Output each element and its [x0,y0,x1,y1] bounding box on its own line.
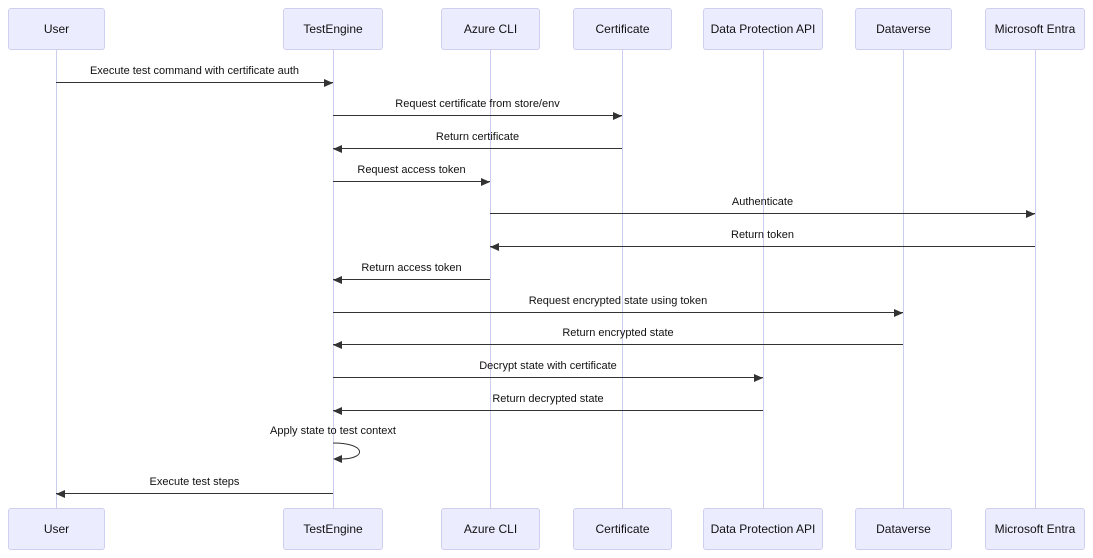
message-label: Return certificate [435,131,520,143]
actor-top-testengine: TestEngine [283,8,383,50]
actor-bottom-azurecli: Azure CLI [441,508,540,550]
message-label: Execute test command with certificate au… [89,65,300,77]
lifeline-user [56,50,57,508]
message-line [333,312,903,313]
message-line [333,148,622,149]
message-line [56,82,333,83]
message-line [490,213,1035,214]
lifeline-certificate [622,50,623,508]
arrowhead-icon [333,276,342,284]
actor-bottom-certificate: Certificate [573,508,672,550]
message-label: Request encrypted state using token [528,295,708,307]
arrowhead-icon [481,178,490,186]
lifeline-dataverse [903,50,904,508]
lifeline-azurecli [490,50,491,508]
message-line [56,493,333,494]
arrowhead-icon [324,79,333,87]
message-label: Return token [731,229,794,241]
arrowhead-icon [490,243,499,251]
message-label: Return encrypted state [562,327,674,339]
self-loop-arrow [332,442,361,463]
arrowhead-icon [894,309,903,317]
lifeline-dataprotectionapi [763,50,764,508]
actor-bottom-dataprotectionapi: Data Protection API [703,508,823,550]
message-line [333,377,763,378]
message-label: Apply state to test context [270,425,396,437]
actor-top-dataverse: Dataverse [855,8,952,50]
actor-bottom-microsoftentra: Microsoft Entra [985,508,1085,550]
actor-top-microsoftentra: Microsoft Entra [985,8,1085,50]
message-line [333,279,490,280]
actor-top-dataprotectionapi: Data Protection API [703,8,823,50]
arrowhead-icon [333,145,342,153]
arrowhead-icon [754,374,763,382]
arrowhead-icon [56,490,65,498]
message-line [333,344,903,345]
actor-top-certificate: Certificate [573,8,672,50]
actor-top-azurecli: Azure CLI [441,8,540,50]
message-line [333,115,622,116]
message-label: Decrypt state with certificate [479,360,617,372]
actor-bottom-testengine: TestEngine [283,508,383,550]
message-label: Execute test steps [149,476,240,488]
message-label: Request access token [357,164,466,176]
message-line [333,410,763,411]
lifeline-microsoftentra [1035,50,1036,508]
message-line [490,246,1035,247]
actor-bottom-user: User [8,508,105,550]
actor-top-user: User [8,8,105,50]
message-label: Return access token [361,262,462,274]
message-label: Return decrypted state [492,393,604,405]
arrowhead-icon [333,455,342,463]
arrowhead-icon [333,407,342,415]
actor-bottom-dataverse: Dataverse [855,508,952,550]
message-label: Request certificate from store/env [395,98,560,110]
arrowhead-icon [1026,210,1035,218]
arrowhead-icon [333,341,342,349]
message-line [333,181,490,182]
arrowhead-icon [613,112,622,120]
message-label: Authenticate [731,196,794,208]
